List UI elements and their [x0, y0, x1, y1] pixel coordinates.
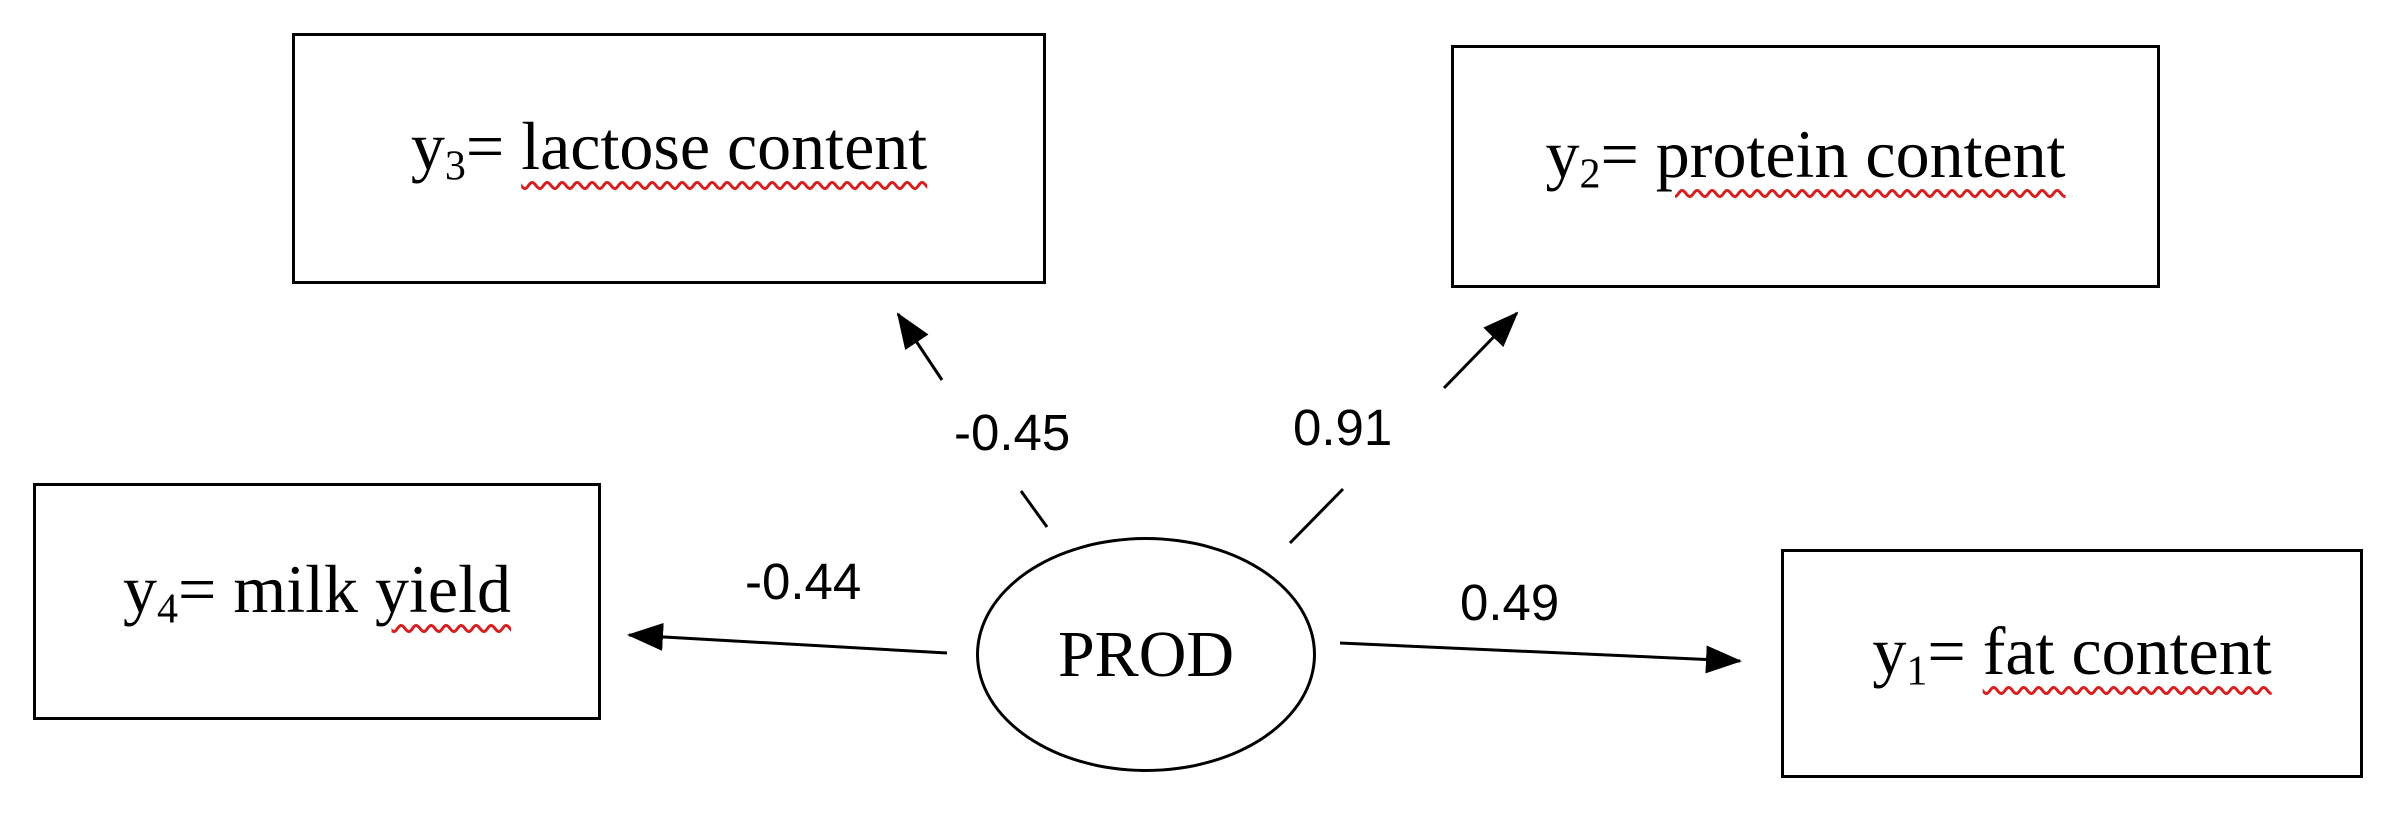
- indicator-y3-label: y3= lactose content: [410, 107, 928, 188]
- indicator-y4-box: y4= milk yield: [33, 483, 601, 720]
- loading-y1-label: 0.49: [1460, 574, 1560, 631]
- indicator-y4-equals: = milk: [178, 551, 376, 627]
- indicator-y3-symbol: y: [410, 108, 445, 184]
- indicator-y1-symbol: y: [1872, 613, 1907, 689]
- indicator-y4-label: y4= milk yield: [123, 550, 511, 631]
- indicator-y2-equals: =: [1600, 116, 1656, 192]
- arrow-to-y3-line-lower: [1019, 490, 1049, 528]
- arrow-to-y4-line: [627, 622, 948, 655]
- indicator-y2-box: y2= protein content: [1451, 45, 2160, 288]
- indicator-y2-label: y2= protein content: [1545, 115, 2066, 196]
- indicator-y2-term: protein content: [1655, 116, 2066, 192]
- arrow-to-y1-line: [1339, 641, 1742, 674]
- arrow-to-y2-line-upper: [1442, 311, 1519, 390]
- loading-y4-label: -0.44: [745, 553, 862, 610]
- arrow-to-y3-line-upper: [896, 312, 944, 381]
- loading-y3-label: -0.45: [954, 404, 1071, 461]
- indicator-y2-symbol: y: [1545, 116, 1580, 192]
- arrow-to-y2-line-lower: [1288, 487, 1345, 545]
- indicator-y3-box: y3= lactose content: [292, 33, 1046, 284]
- indicator-y4-subscript: 4: [157, 586, 178, 633]
- indicator-y1-box: y1= fat content: [1781, 549, 2363, 778]
- indicator-y4-term: yield: [375, 551, 511, 627]
- indicator-y4-symbol: y: [123, 551, 157, 627]
- indicator-y1-equals: =: [1927, 613, 1983, 689]
- latent-prod-label: PROD: [1057, 617, 1235, 691]
- indicator-y3-equals: =: [465, 108, 522, 184]
- loading-y2-label: 0.91: [1293, 399, 1393, 456]
- indicator-y1-subscript: 1: [1906, 648, 1928, 695]
- indicator-y3-subscript: 3: [444, 143, 466, 190]
- indicator-y1-term: fat content: [1982, 613, 2272, 689]
- indicator-y3-term: lactose content: [521, 108, 928, 184]
- indicator-y1-label: y1= fat content: [1872, 612, 2272, 693]
- latent-prod-ellipse: PROD: [976, 537, 1316, 772]
- indicator-y2-subscript: 2: [1579, 151, 1601, 198]
